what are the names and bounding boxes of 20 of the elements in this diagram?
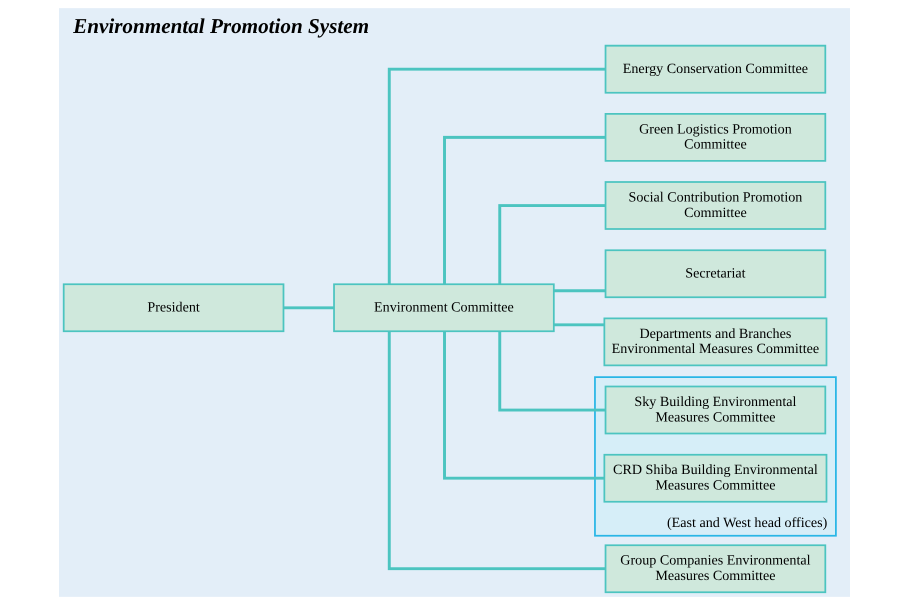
- connector: [553, 289, 605, 292]
- connector: [442, 331, 604, 480]
- connector: [442, 136, 605, 284]
- node-box: Social Contribution Promotion Committee: [604, 181, 826, 230]
- node-box: Departments and Branches Environmental Measures Committee: [602, 317, 827, 366]
- node-box: Group Companies Environmental Measures Committee: [604, 544, 826, 594]
- node-box: President: [62, 283, 284, 332]
- connector: [498, 332, 605, 412]
- node-box: Secretariat: [604, 249, 826, 298]
- connector: [387, 331, 605, 570]
- node-box: Sky Building Environmental Measures Committee: [604, 386, 826, 434]
- node-box: Green Logistics Promotion Committee: [604, 112, 826, 162]
- node-box: Energy Conservation Committee: [604, 44, 826, 94]
- connector: [387, 68, 605, 284]
- node-box: Environment Committee: [332, 283, 554, 332]
- node-box: CRD Shiba Building Environmental Measures Committee: [602, 454, 827, 503]
- connector: [553, 323, 604, 326]
- connector: [283, 306, 334, 310]
- connector: [498, 204, 605, 284]
- diagram-title: Environmental Promotion System: [72, 14, 369, 38]
